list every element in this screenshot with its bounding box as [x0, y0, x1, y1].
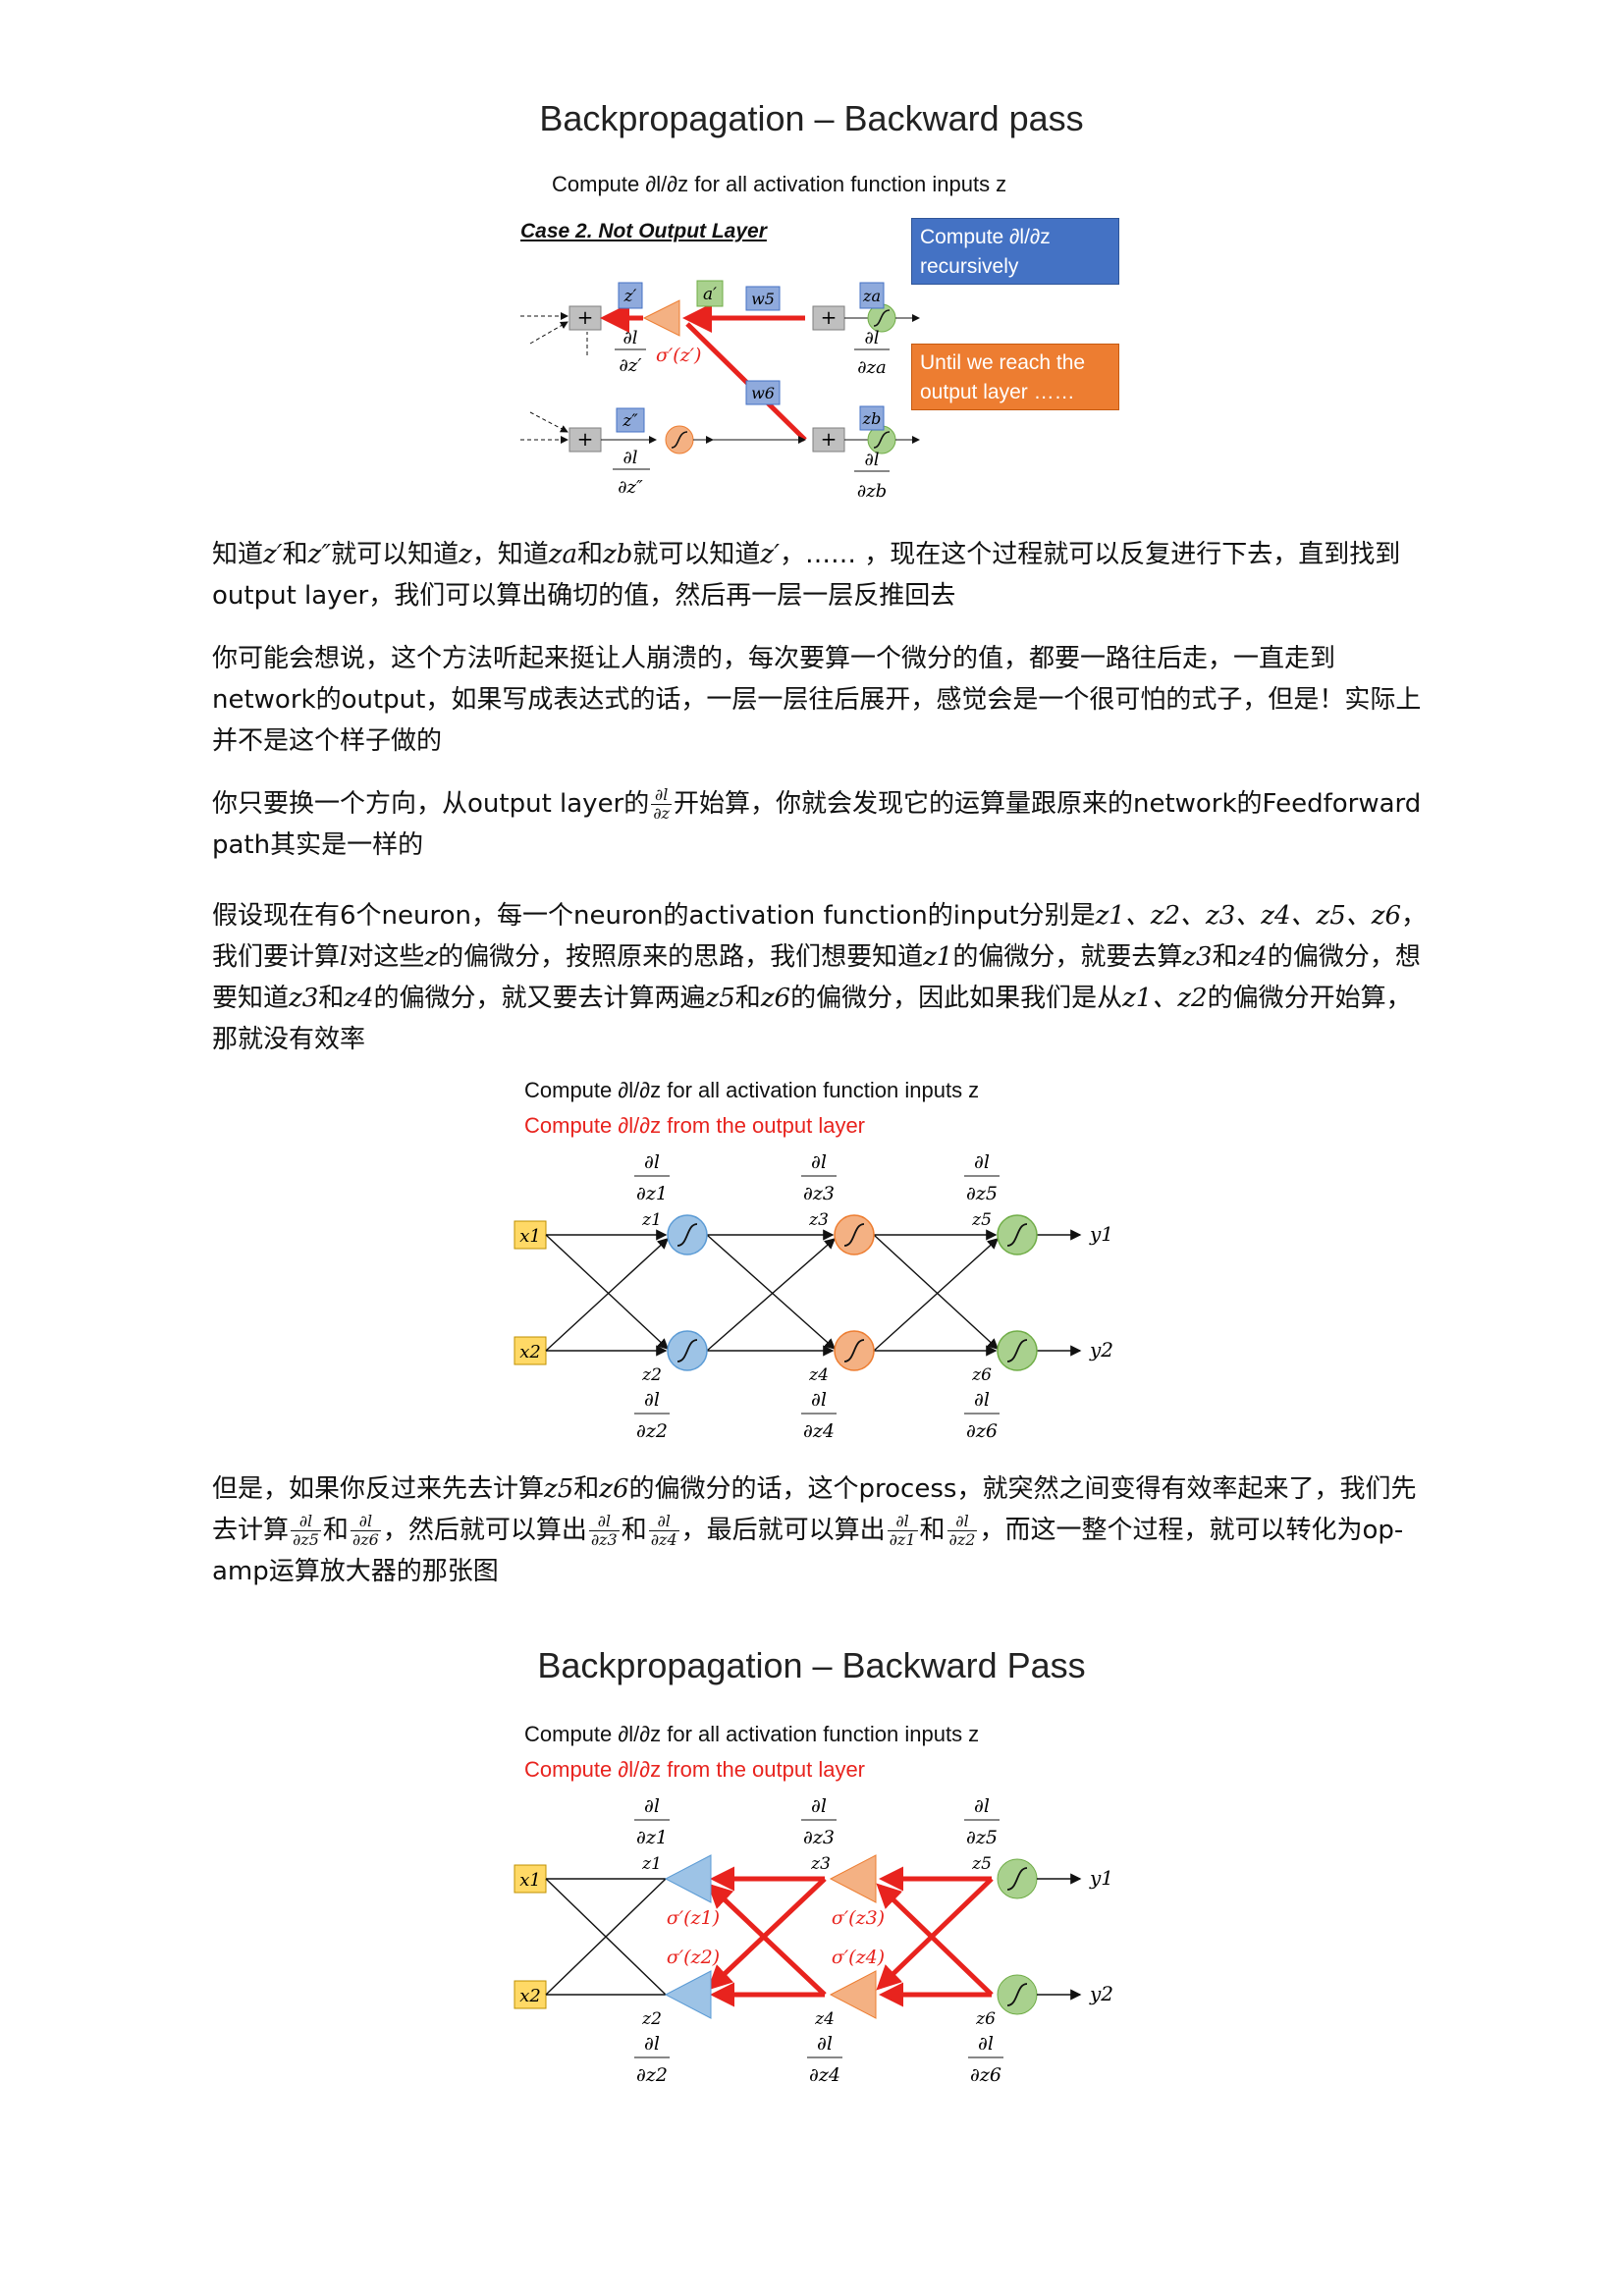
frac-den-zb: ∂zb — [857, 481, 887, 502]
frac-den-z1: ∂z1 — [636, 1183, 668, 1204]
frac-den-z5: ∂z5 — [966, 1827, 998, 1848]
slide3-backward-diagram: ∂l ∂z1 ∂l ∂z3 ∂l ∂z5 ∂l ∂z2 ∂l ∂z4 ∂l ∂z… — [514, 1795, 1113, 2086]
frac-num: ∂l — [864, 328, 879, 348]
sum-node-zdprime — [568, 427, 602, 453]
output-y2: y2 — [1089, 1982, 1113, 2005]
amplifier-z4 — [829, 1970, 877, 2019]
label-w5: w5 — [751, 290, 775, 308]
label-z5: z5 — [971, 1210, 992, 1230]
label-z3: z3 — [810, 1854, 831, 1874]
label-z1: z1 — [641, 1210, 662, 1230]
label-z2: z2 — [641, 1365, 662, 1385]
slide1-title: Backpropagation – Backward pass — [539, 98, 1084, 138]
frac-den-z2: ∂z2 — [636, 2064, 668, 2086]
frac-den-z3: ∂z3 — [803, 1183, 835, 1204]
frac-den-z2: ∂z2 — [636, 1420, 668, 1442]
frac-num: ∂l — [974, 1151, 990, 1173]
slide2-network-diagram: ∂l ∂z1 ∂l ∂z3 ∂l ∂z5 ∂l ∂z2 ∂l ∂z4 ∂l ∂z… — [514, 1151, 1113, 1442]
slide3-line1: Compute ∂l/∂z for all activation functio… — [524, 1722, 980, 1746]
paragraph-2: 你可能会想说，这个方法听起来挺让人崩溃的，每次要算一个微分的值，都要一路往后走，… — [212, 644, 1422, 756]
slide3-title: Backpropagation – Backward Pass — [537, 1645, 1086, 1685]
frac-num: ∂l — [974, 1389, 990, 1411]
slide1-diagram: + + + + z′ a′ w5 w6 za zb z″ σ′(z′) ∂l ∂… — [520, 280, 920, 502]
paragraph-5: 但是，如果你反过来先去计算z5和z6的偏微分的话，这个process，就突然之间… — [212, 1474, 1417, 1586]
frac-den-za: ∂za — [857, 357, 887, 378]
paragraph-4: 假设现在有6个neuron，每一个neuron的activation funct… — [212, 901, 1428, 1054]
frac-den-zdprime: ∂z″ — [618, 477, 643, 498]
frac-den-zprime: ∂z′ — [620, 355, 642, 376]
slide2-line1: Compute ∂l/∂z for all activation functio… — [524, 1078, 980, 1102]
label-z4: z4 — [814, 2009, 835, 2029]
input-x1-label: x1 — [519, 1870, 541, 1891]
label-z6: z6 — [975, 2009, 996, 2029]
sigma-prime-label: σ′(z′) — [656, 345, 701, 366]
frac-num: ∂l — [864, 450, 879, 470]
label-z3: z3 — [808, 1210, 829, 1230]
input-x2 — [514, 1336, 547, 1365]
sigma-prime-z4: σ′(z4) — [832, 1947, 885, 1968]
frac-den-z6: ∂z6 — [966, 1420, 998, 1442]
frac-num: ∂l — [644, 1795, 660, 1817]
sigma-prime-z1: σ′(z1) — [667, 1907, 720, 1929]
label-w6: w6 — [751, 384, 775, 402]
plus-symbol: + — [821, 305, 838, 329]
label-z6: z6 — [971, 1365, 992, 1385]
frac-num: ∂l — [978, 2033, 994, 2055]
slide3-line2: Compute ∂l/∂z from the output layer — [524, 1757, 866, 1782]
recursive-note-box: Compute ∂l/∂z recursively — [911, 218, 1119, 285]
frac-num: ∂l — [644, 1151, 660, 1173]
amplifier-z1 — [664, 1854, 712, 1903]
label-z1: z1 — [641, 1854, 662, 1874]
sigma-prime-z3: σ′(z3) — [832, 1907, 885, 1929]
output-y1: y1 — [1089, 1222, 1113, 1246]
frac-den-z3: ∂z3 — [803, 1827, 835, 1848]
label-z-dprime: z″ — [622, 411, 638, 431]
output-y2: y2 — [1089, 1338, 1113, 1362]
frac-num: ∂l — [811, 1389, 827, 1411]
label-z5: z5 — [971, 1854, 992, 1874]
frac-num: ∂l — [622, 448, 637, 468]
frac-den-z6: ∂z6 — [970, 2064, 1001, 2086]
sigma-prime-z2: σ′(z2) — [667, 1947, 720, 1968]
frac-den-z4: ∂z4 — [803, 1420, 835, 1442]
label-za: za — [862, 287, 881, 305]
frac-den-z4: ∂z4 — [809, 2064, 840, 2086]
slide2-line2: Compute ∂l/∂z from the output layer — [524, 1113, 866, 1138]
label-a-prime: a′ — [703, 285, 717, 304]
frac-num: ∂l — [644, 2033, 660, 2055]
frac-den-z1: ∂z1 — [636, 1827, 668, 1848]
label-z-prime: z′ — [623, 287, 637, 306]
label-z4: z4 — [808, 1365, 829, 1385]
frac-den-z5: ∂z5 — [966, 1183, 998, 1204]
frac-num: ∂l — [811, 1151, 827, 1173]
amplifier-triangle — [642, 299, 680, 337]
plus-symbol: + — [577, 305, 594, 329]
input-x2-label: x2 — [519, 1342, 541, 1362]
label-zb: zb — [862, 409, 882, 428]
until-output-note-box: Until we reach the output layer …… — [911, 344, 1119, 410]
frac-num: ∂l — [817, 2033, 833, 2055]
input-x1 — [514, 1220, 547, 1250]
case-label: Case 2. Not Output Layer — [520, 220, 767, 242]
label-z2: z2 — [641, 2009, 662, 2029]
output-y1: y1 — [1089, 1866, 1113, 1890]
input-x2-label: x2 — [519, 1986, 541, 2006]
frac-num: ∂l — [644, 1389, 660, 1411]
frac-num: ∂l — [974, 1795, 990, 1817]
plus-symbol: + — [577, 427, 594, 451]
plus-symbol: + — [821, 427, 838, 451]
input-x1-label: x1 — [519, 1226, 541, 1247]
slide1-subtitle: Compute ∂l/∂z for all activation functio… — [552, 172, 1007, 196]
frac-num: ∂l — [622, 328, 637, 348]
frac-num: ∂l — [811, 1795, 827, 1817]
amplifier-z3 — [829, 1854, 877, 1903]
amplifier-z2 — [664, 1970, 712, 2019]
paragraph-1: 知道z′和z″就可以知道z，知道za和zb就可以知道z′，…… ，现在这个过程就… — [212, 540, 1401, 611]
